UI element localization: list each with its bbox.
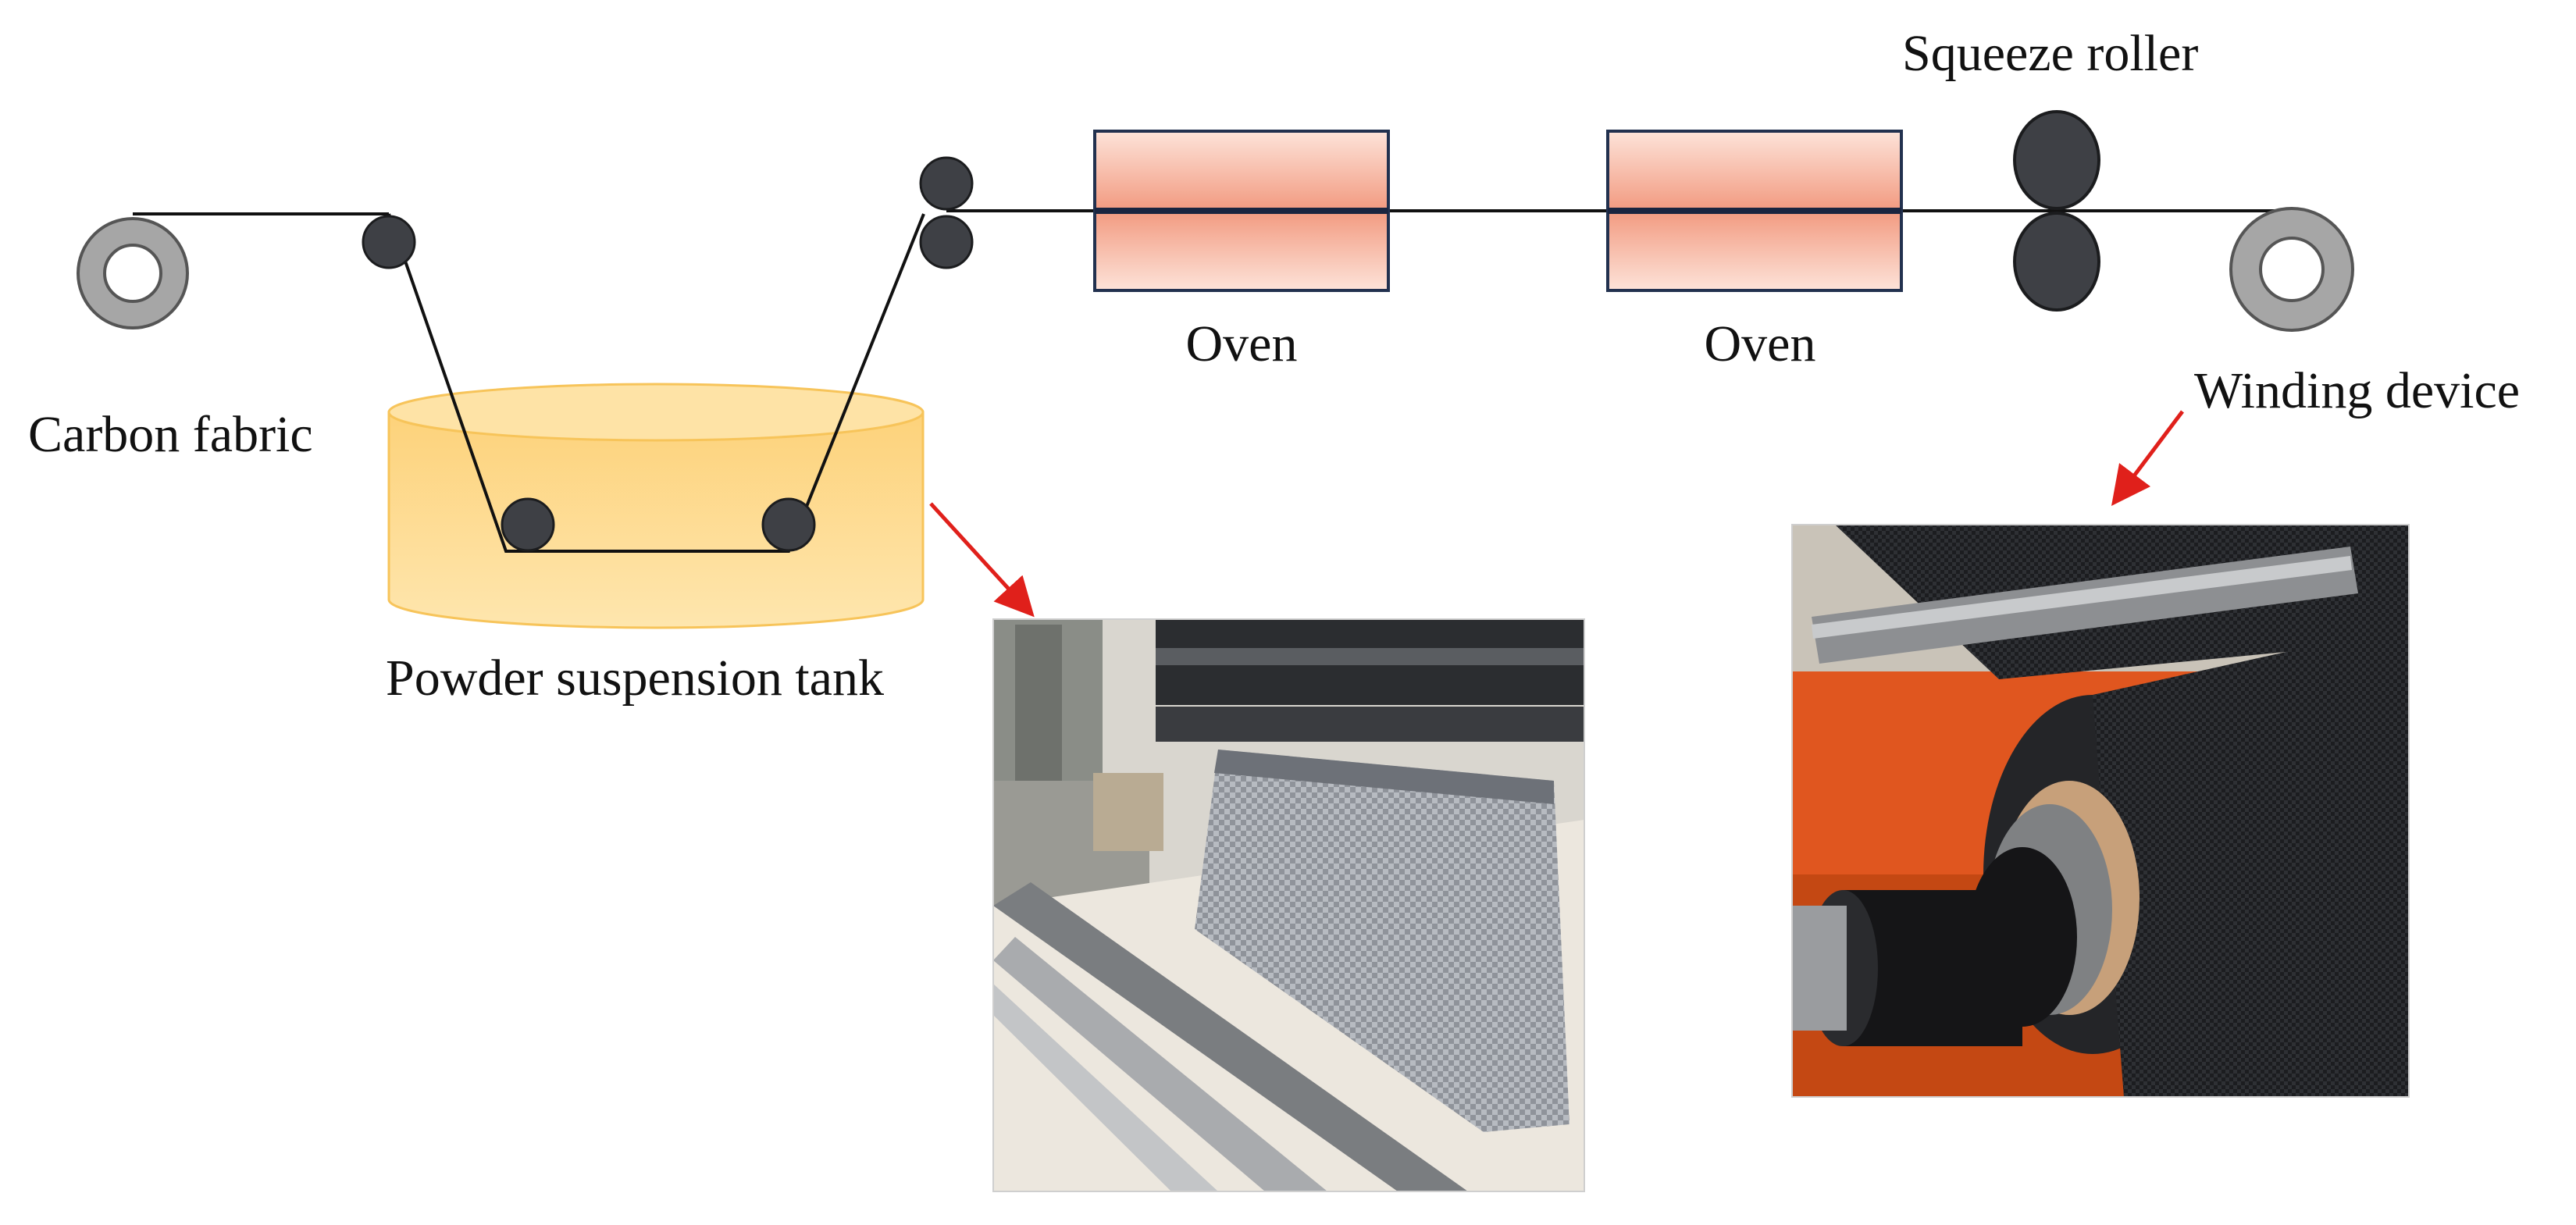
guide-rollers	[362, 156, 974, 552]
label-carbon-fabric: Carbon fabric	[28, 406, 313, 463]
tank-roller-left	[501, 497, 555, 552]
tank-roller-right	[761, 497, 816, 552]
guide-roller-1	[362, 215, 416, 269]
squeeze-roller	[2013, 110, 2100, 312]
guide-roller-bottom	[919, 215, 974, 269]
arrow-to-tank-photo	[929, 502, 1035, 618]
oven-2	[1606, 130, 1903, 292]
arrow-to-winding-photo	[2111, 410, 2184, 506]
label-winding-device: Winding device	[2194, 362, 2520, 419]
powder-suspension-tank	[387, 383, 925, 629]
label-oven-2: Oven	[1705, 315, 1816, 372]
photo-winding	[1791, 524, 2410, 1098]
oven-1	[1093, 130, 1390, 292]
winding-device-spool	[2229, 207, 2354, 332]
carbon-fabric-spool	[77, 217, 189, 329]
label-powder-tank: Powder suspension tank	[386, 650, 884, 707]
guide-roller-top	[919, 156, 974, 211]
label-squeeze-roller: Squeeze roller	[1902, 25, 2198, 82]
photo-tank-rollers	[992, 618, 1585, 1192]
label-oven-1: Oven	[1186, 315, 1298, 372]
